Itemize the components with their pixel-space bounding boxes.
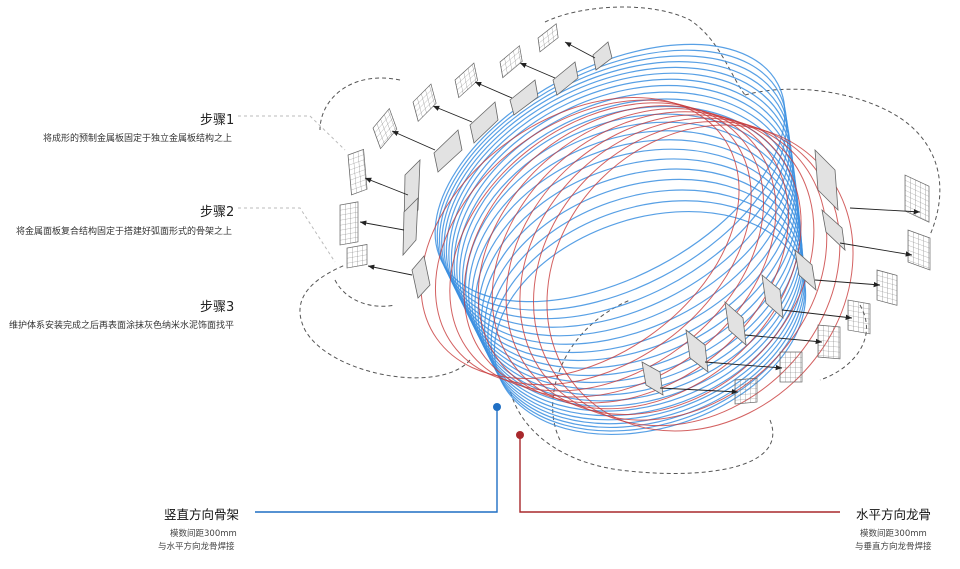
vertical-rib — [477, 158, 804, 417]
horizontal-rib — [434, 99, 752, 386]
vertical-frame-leader — [255, 408, 498, 513]
mesh-panel-icon — [779, 351, 803, 383]
arrow-icon — [364, 177, 409, 196]
vertical-frame-marker — [493, 403, 501, 411]
mesh-panel-icon — [347, 148, 368, 196]
vertical-rib — [461, 113, 800, 390]
vertical-frame-spacing: 模数间距300mm — [170, 529, 237, 539]
arrow-icon — [367, 264, 413, 276]
arrow-icon — [781, 309, 853, 320]
leader-lines — [255, 403, 840, 513]
mesh-panel-icon — [499, 45, 523, 79]
dashed-outline — [299, 264, 471, 379]
rib-structure — [420, 43, 854, 436]
step1-title: 步骤1 — [200, 113, 235, 128]
mesh-panel-icon — [454, 62, 478, 99]
mesh-panel-icon — [412, 83, 437, 122]
panel-plate-icon — [821, 208, 846, 252]
panel-plate-icon — [509, 79, 539, 116]
panel-plate-icon — [469, 101, 499, 144]
panel-plate-icon — [641, 361, 664, 396]
arrow-icon — [519, 62, 556, 79]
vertical-rib — [441, 61, 791, 328]
horizontal-keel-marker — [516, 431, 524, 439]
mesh-panel-icon — [904, 174, 930, 223]
mesh-panel-icon — [734, 377, 758, 405]
vertical-frame-welding: 与水平方向龙骨焊接 — [158, 542, 235, 552]
panel-plate-icon — [592, 41, 613, 71]
panel-plate-icon — [411, 255, 431, 299]
horizontal-rib — [546, 124, 854, 432]
step2-leader — [238, 207, 336, 263]
dashed-outline — [552, 299, 631, 441]
horizontal-rib — [491, 111, 802, 410]
horizontal-keel-title: 水平方向龙骨 — [856, 507, 932, 522]
arrow-icon — [432, 105, 473, 123]
dashed-outline — [819, 304, 867, 381]
panel-plate-icon — [814, 148, 839, 212]
arrow-icon — [839, 242, 913, 257]
dashed-outline — [509, 389, 774, 474]
arrow-icon — [849, 207, 921, 215]
mesh-panel-icon — [339, 201, 359, 246]
horizontal-keel-leader — [519, 435, 840, 513]
horizontal-rib — [477, 108, 789, 404]
arrow-icon — [659, 387, 739, 395]
horizontal-keel-welding: 与垂直方向龙骨焊接 — [855, 542, 932, 552]
mesh-panel-icon — [907, 229, 931, 271]
panel-plate-icon — [433, 129, 463, 173]
dashed-outline — [334, 279, 396, 307]
horizontal-keel-spacing: 模数间距300mm — [860, 529, 927, 539]
arrow-icon — [474, 81, 513, 99]
vertical-frame-title: 竖直方向骨架 — [164, 507, 240, 522]
arrow-icon — [391, 130, 436, 151]
arrow-icon — [814, 279, 881, 288]
panel-plate-icon — [724, 300, 747, 346]
horizontal-rib — [420, 97, 740, 379]
dashed-outline — [319, 77, 401, 131]
panel-plate-icon — [552, 61, 579, 96]
arrow-icon — [744, 334, 823, 345]
horizontal-rib — [505, 114, 815, 415]
panel-plate-icon — [761, 274, 784, 319]
vertical-rib — [474, 148, 803, 412]
vertical-rib — [468, 130, 802, 402]
arrow-icon — [704, 361, 783, 371]
step3-title: 步骤3 — [200, 300, 235, 315]
step2-description: 将金属面板复合结构固定于搭建好弧面形式的骨架之上 — [16, 227, 233, 237]
mesh-panel-icon — [537, 23, 559, 53]
panel-sequence-left — [339, 23, 613, 299]
horizontal-rib — [449, 102, 764, 392]
arrow-icon — [359, 220, 405, 231]
step1-description: 将成形的预制金属板固定于独立金属板结构之上 — [43, 134, 233, 144]
step3-description: 维护体系安装完成之后再表面涂抹灰色纳米水泥饰面找平 — [9, 321, 235, 331]
vertical-rib — [436, 49, 788, 311]
horizontal-rib — [519, 117, 828, 421]
mesh-panel-icon — [372, 107, 398, 150]
panel-plate-icon — [794, 248, 817, 292]
arrow-icon — [564, 41, 596, 59]
panel-sequence-right — [641, 148, 931, 405]
mesh-panel-icon — [876, 269, 898, 306]
vertical-rib — [480, 168, 804, 421]
dashed-outline — [744, 88, 941, 236]
step2-title: 步骤2 — [200, 205, 235, 220]
panel-plate-icon — [685, 329, 709, 373]
panel-plate-icon — [402, 196, 419, 257]
mesh-panel-icon — [847, 299, 871, 335]
mesh-panel-icon — [346, 244, 368, 269]
step1-leader — [238, 115, 346, 151]
